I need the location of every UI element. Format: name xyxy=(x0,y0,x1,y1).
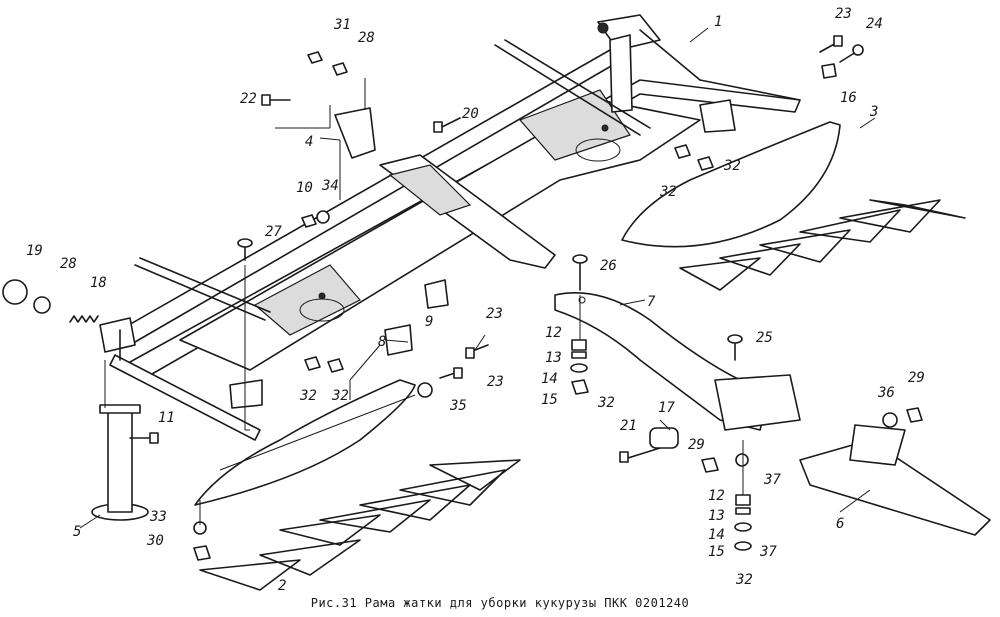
callout-27: 27 xyxy=(265,224,282,240)
stack-12-15-lower xyxy=(734,494,752,551)
nut-28-left xyxy=(33,296,51,314)
bolt-11 xyxy=(129,432,159,444)
callout-15-upper: 15 xyxy=(541,392,558,408)
callout-9: 9 xyxy=(425,314,433,330)
callout-21: 21 xyxy=(620,418,637,434)
nut-10 xyxy=(301,214,317,228)
nut-32-top-a xyxy=(674,144,691,159)
callout-13-lower: 13 xyxy=(708,508,725,524)
washer-35 xyxy=(417,382,433,398)
callout-2: 2 xyxy=(278,578,286,594)
washer-37-mid xyxy=(735,453,749,467)
callout-32-c: 32 xyxy=(299,388,317,404)
callout-4: 4 xyxy=(305,134,313,150)
callout-32-f: 32 xyxy=(735,572,753,588)
right-shield xyxy=(621,121,966,291)
washer-34 xyxy=(316,210,330,224)
callout-19: 19 xyxy=(26,243,43,259)
jack-stand xyxy=(91,360,149,521)
callout-25: 25 xyxy=(756,330,773,346)
callout-23-mid: 23 xyxy=(486,306,503,322)
callout-5: 5 xyxy=(73,524,81,540)
bolt-25 xyxy=(727,334,743,361)
callout-32-a: 32 xyxy=(723,158,741,174)
bolt-23-top xyxy=(819,35,843,53)
nut-32-top-b xyxy=(697,156,714,171)
callout-28-left: 28 xyxy=(60,256,77,272)
washer-36 xyxy=(882,412,898,428)
callout-29-mid: 29 xyxy=(688,437,705,453)
callout-3: 3 xyxy=(869,104,878,120)
leader-lines xyxy=(79,27,876,529)
nut-30 xyxy=(193,545,211,561)
callout-6: 6 xyxy=(836,516,844,532)
callout-37-low: 37 xyxy=(759,544,777,560)
callout-20: 20 xyxy=(462,106,479,122)
callout-34: 34 xyxy=(321,178,339,194)
bolt-23-low xyxy=(439,367,463,379)
callout-32-d: 32 xyxy=(331,388,349,404)
callout-8: 8 xyxy=(378,334,386,350)
callout-33: 33 xyxy=(149,509,167,525)
nut-28-top xyxy=(332,62,348,76)
support-beam xyxy=(554,292,801,431)
bracket-8-9 xyxy=(384,324,413,356)
bolt-22 xyxy=(261,94,291,106)
bracket-4 xyxy=(334,107,376,159)
knob-19 xyxy=(2,279,28,305)
callout-18: 18 xyxy=(90,275,107,291)
callout-28-top: 28 xyxy=(358,30,375,46)
nut-32-left-a xyxy=(304,356,321,371)
callout-23-low: 23 xyxy=(487,374,504,390)
left-shield xyxy=(194,379,521,591)
callout-24: 24 xyxy=(866,16,883,32)
callout-36: 36 xyxy=(877,385,895,401)
callout-labels: 1 2 3 4 5 6 7 8 9 10 11 12 13 14 15 12 1… xyxy=(26,6,925,594)
bolt-26 xyxy=(572,254,588,291)
nut-29-right xyxy=(906,407,923,423)
nut-32-left-b xyxy=(327,358,344,373)
callout-32-e: 32 xyxy=(597,395,615,411)
callout-26: 26 xyxy=(600,258,617,274)
callout-12-upper: 12 xyxy=(545,325,562,341)
callout-17: 17 xyxy=(658,400,675,416)
callout-14-upper: 14 xyxy=(541,371,558,387)
callout-29-right: 29 xyxy=(908,370,925,386)
callout-12-lower: 12 xyxy=(708,488,725,504)
bolt-24 xyxy=(839,44,864,63)
callout-31: 31 xyxy=(333,17,351,33)
callout-10: 10 xyxy=(296,180,313,196)
main-frame xyxy=(99,14,801,441)
callout-35: 35 xyxy=(449,398,467,414)
nut-16 xyxy=(821,63,837,79)
spring-18 xyxy=(69,315,99,323)
callout-13-upper: 13 xyxy=(545,350,562,366)
callout-7: 7 xyxy=(647,294,656,310)
bolt-21 xyxy=(619,447,661,463)
bolt-27 xyxy=(237,238,253,261)
callout-30: 30 xyxy=(146,533,164,549)
callout-23-top: 23 xyxy=(835,6,852,22)
callout-32-b: 32 xyxy=(659,184,677,200)
fasteners xyxy=(2,35,923,561)
stack-12-15-upper xyxy=(570,339,589,395)
callout-1: 1 xyxy=(714,14,722,30)
callout-16: 16 xyxy=(840,90,857,106)
figure-caption: Рис.31 Рама жатки для уборки кукурузы ПК… xyxy=(310,596,690,610)
callout-37-mid: 37 xyxy=(763,472,781,488)
callout-11: 11 xyxy=(158,410,175,426)
bushing-17 xyxy=(649,427,679,449)
callout-14-lower: 14 xyxy=(708,527,725,543)
bolt-20 xyxy=(433,117,461,133)
nut-31 xyxy=(307,51,323,64)
callout-22: 22 xyxy=(240,91,257,107)
nut-29-mid xyxy=(701,457,719,473)
bolt-23-mid xyxy=(465,344,489,359)
divider-point xyxy=(799,424,991,536)
callout-15-lower: 15 xyxy=(708,544,725,560)
